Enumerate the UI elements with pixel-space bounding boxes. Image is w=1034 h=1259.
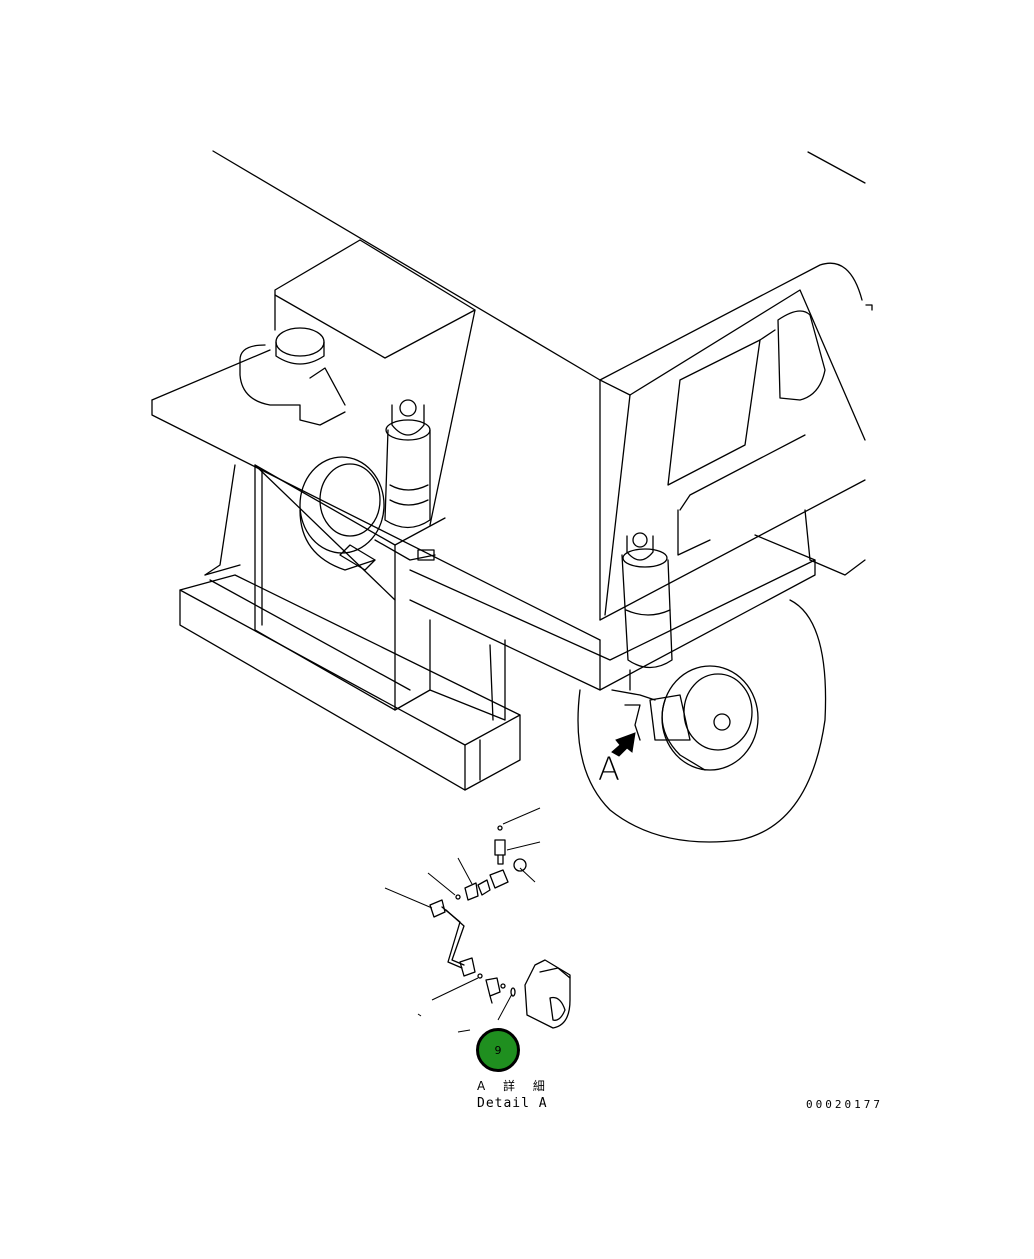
wheel-hub-left: [299, 456, 436, 571]
view-arrow-a: [611, 732, 636, 757]
detail-a-parts: [384, 807, 571, 1033]
detail-label-english: Detail A: [477, 1096, 548, 1111]
cab-corner-mark: [865, 304, 873, 311]
part-callout-9[interactable]: 9: [476, 1028, 520, 1072]
drawing-number: 00020177: [806, 1098, 883, 1111]
cab-window: [667, 310, 826, 556]
hood: [239, 327, 346, 426]
wheel-hub-right: [611, 665, 759, 771]
suspension-cylinder-right: [621, 532, 673, 691]
callout-number: 9: [494, 1043, 502, 1057]
suspension-cylinder-left: [384, 399, 431, 529]
frame-outline: [151, 150, 866, 641]
detail-label-japanese: A 詳 細: [477, 1079, 552, 1093]
side-deck: [409, 509, 866, 691]
front-bumper: [179, 564, 521, 791]
rear-wheel-tire: [577, 599, 827, 843]
view-letter-a: A: [598, 750, 620, 788]
